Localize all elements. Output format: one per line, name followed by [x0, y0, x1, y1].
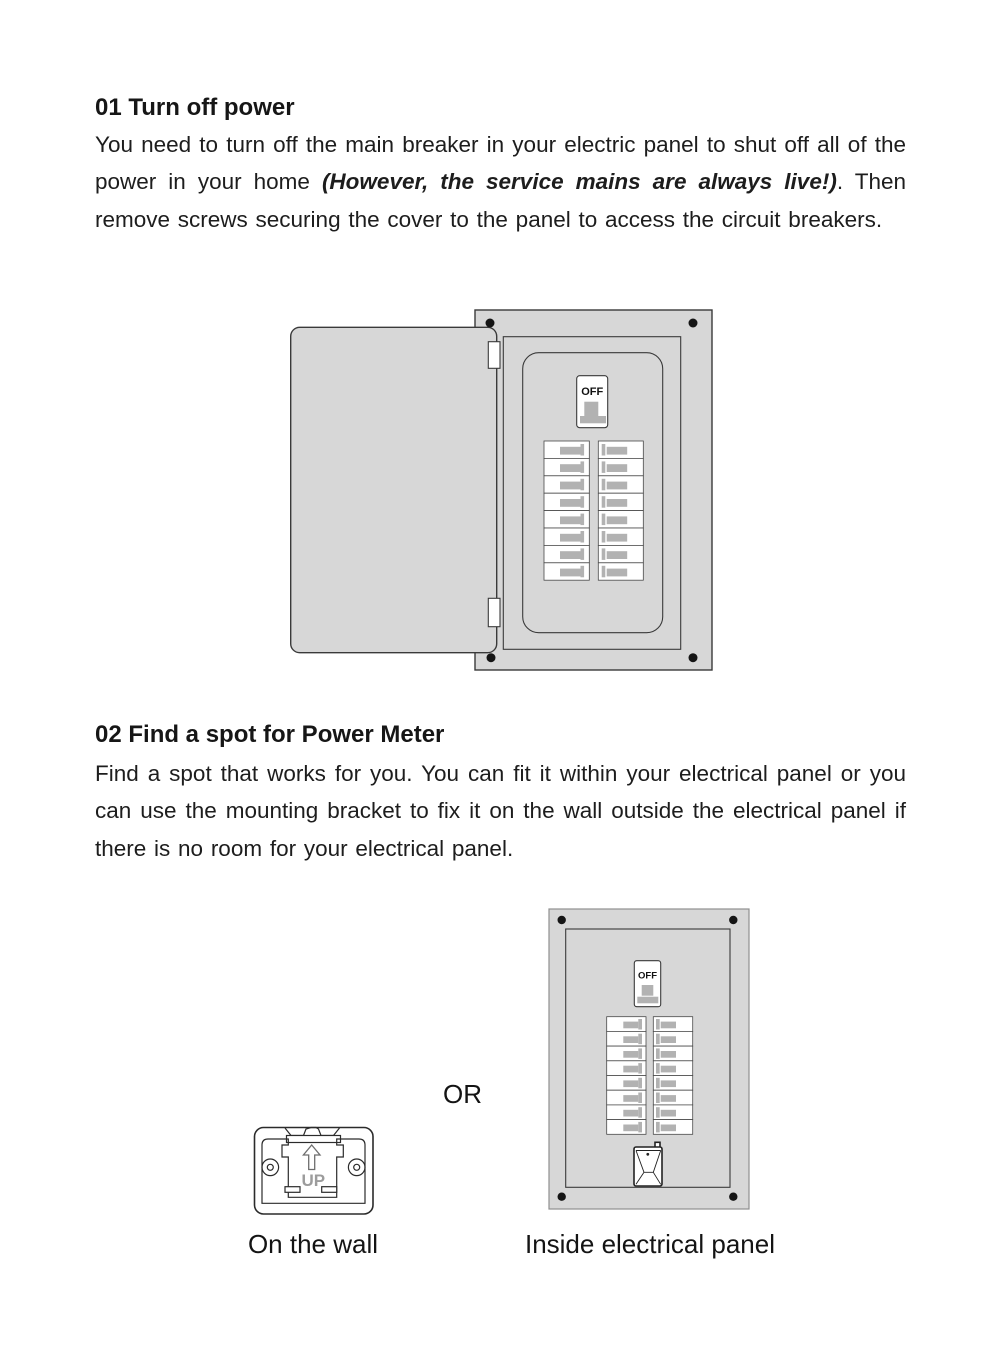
- bracket-top-notch: [284, 1126, 340, 1137]
- breaker-row: [543, 544, 590, 564]
- breaker-row: [597, 562, 644, 581]
- mounting-bracket-illustration: UP: [253, 1126, 374, 1215]
- breaker-row: [606, 1104, 647, 1121]
- breaker-row: [597, 492, 644, 512]
- breaker-column-right: [652, 1016, 694, 1135]
- breaker-row: [543, 562, 590, 581]
- breaker-row: [543, 510, 590, 529]
- breaker-row: [597, 440, 644, 459]
- breaker-base: [637, 996, 659, 1004]
- breaker-row: [597, 510, 644, 529]
- section2-body-text: Find a spot that works for you. You can …: [95, 761, 906, 861]
- or-label: OR: [443, 1079, 482, 1109]
- breaker-row: [606, 1089, 647, 1106]
- breaker-row: [606, 1119, 647, 1135]
- screw-hole-right: [347, 1158, 366, 1177]
- breaker-row: [606, 1030, 647, 1047]
- breaker-row: [606, 1045, 647, 1062]
- breaker-row: [652, 1119, 694, 1135]
- panel-door: [289, 326, 501, 654]
- breaker-handle: [641, 985, 654, 996]
- electric-panel-meter-illustration: OFF: [548, 908, 750, 1210]
- breaker-row: [543, 440, 590, 459]
- bracket-slot: [285, 1134, 342, 1144]
- corner-screw: [557, 1192, 566, 1201]
- breaker-column-left: [543, 440, 590, 581]
- breaker-handle: [584, 401, 599, 416]
- corner-screw: [557, 915, 566, 925]
- breaker-row: [543, 527, 590, 546]
- section1-body-text: You need to turn off the main breaker in…: [95, 132, 906, 195]
- off-label: OFF: [581, 386, 603, 398]
- meter-facets: [635, 1150, 662, 1185]
- bracket-foot-right: [321, 1186, 338, 1193]
- corner-screw: [486, 653, 496, 663]
- door-hinge-bottom: [487, 597, 501, 628]
- section1-heading: 01 Turn off power: [95, 94, 295, 121]
- breaker-row: [597, 544, 644, 564]
- section1-paragraph: You need to turn off the main breaker in…: [95, 126, 906, 238]
- power-meter-device: [633, 1141, 663, 1187]
- section1-body-text-2: . Then remove screws securing the cover …: [95, 169, 906, 232]
- breaker-row: [606, 1075, 647, 1091]
- breaker-row: [597, 457, 644, 477]
- caption-panel: Inside electrical panel: [524, 1229, 776, 1259]
- panel-body: [474, 309, 713, 671]
- bracket-foot-left: [284, 1186, 301, 1193]
- screw-hole-left: [261, 1158, 280, 1177]
- main-breaker-off-switch: OFF: [576, 375, 609, 429]
- corner-screw: [688, 653, 698, 663]
- breaker-column-right: [597, 440, 644, 581]
- breaker-row: [652, 1030, 694, 1047]
- caption-wall: On the wall: [247, 1229, 379, 1259]
- door-hinge-top: [487, 341, 501, 369]
- breaker-row: [606, 1060, 647, 1076]
- breaker-row: [606, 1016, 647, 1032]
- breaker-row: [652, 1016, 694, 1032]
- corner-screw: [485, 318, 495, 328]
- breaker-row: [543, 475, 590, 494]
- breaker-row: [543, 492, 590, 512]
- section2-heading: 02 Find a spot for Power Meter: [95, 721, 445, 748]
- corner-screw: [729, 1192, 738, 1201]
- breaker-column-left: [606, 1016, 647, 1135]
- off-label: OFF: [638, 971, 657, 982]
- electric-panel-open-illustration: OFF: [289, 309, 713, 671]
- breaker-base: [580, 416, 606, 424]
- breaker-row: [652, 1075, 694, 1091]
- section2-paragraph: Find a spot that works for you. You can …: [95, 755, 906, 867]
- breaker-row: [597, 475, 644, 494]
- breaker-row: [652, 1089, 694, 1106]
- breaker-row: [652, 1060, 694, 1076]
- meter-led-dot: [646, 1152, 650, 1156]
- section1-body-emphasis: (However, the service mains are always l…: [321, 169, 837, 195]
- breaker-row: [652, 1104, 694, 1121]
- corner-screw: [729, 915, 738, 925]
- up-arrow-icon: [302, 1143, 322, 1171]
- breaker-row: [597, 527, 644, 546]
- breaker-row: [652, 1045, 694, 1062]
- main-breaker-off-switch: OFF: [633, 960, 662, 1008]
- up-label: UP: [301, 1171, 325, 1190]
- corner-screw: [688, 318, 698, 328]
- bracket-plate: [261, 1138, 366, 1204]
- breaker-row: [543, 457, 590, 477]
